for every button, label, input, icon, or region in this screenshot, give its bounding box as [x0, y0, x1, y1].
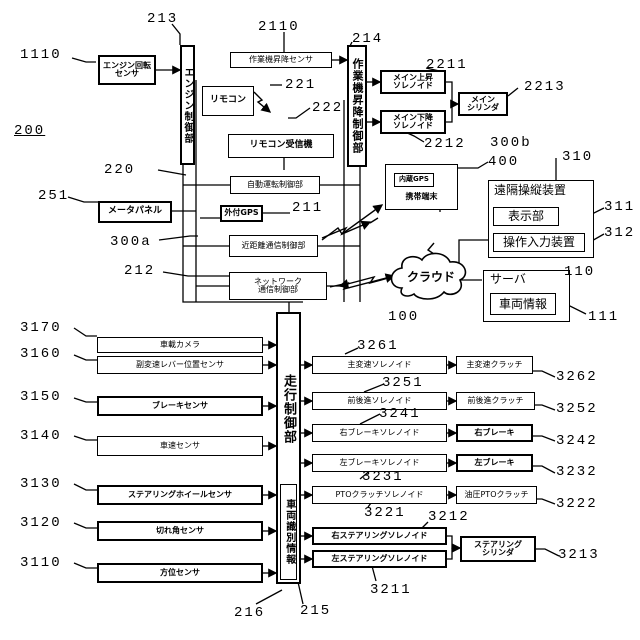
steering-wheel-sensor-box: ステアリングホイールセンサ — [97, 485, 263, 505]
ref-221: 221 — [285, 78, 316, 92]
internal-gps-box: 内蔵GPS — [394, 173, 434, 187]
ref-1110: 1110 — [20, 48, 62, 62]
ref-3213: 3213 — [558, 548, 600, 562]
remote-station-box: 遠隔操縦装置 表示部 操作入力装置 — [488, 180, 594, 258]
ref-214: 214 — [352, 32, 383, 46]
ref-3262: 3262 — [556, 370, 598, 384]
ref-3222: 3222 — [556, 497, 598, 511]
implement-lift-ecu-box: 作業機昇降制御部 — [347, 45, 367, 167]
ref-300a: 300a — [110, 235, 152, 249]
pto-solenoid-box: PTOクラッチソレノイド — [312, 486, 447, 504]
speed-sensor-box: 車速センサ — [97, 436, 263, 456]
ref-222: 222 — [312, 101, 343, 115]
ref-215: 215 — [300, 604, 331, 618]
travel-ecu-label: 走行制御部 — [278, 364, 299, 454]
main-shift-solenoid-box: 主変速ソレノイド — [312, 356, 447, 374]
ref-310: 310 — [562, 150, 593, 164]
ref-3211: 3211 — [370, 583, 412, 597]
pto-clutch-box: 油圧PTOクラッチ — [456, 486, 537, 504]
ref-3261: 3261 — [357, 339, 399, 353]
auto-drive-ecu-box: 自動運転制御部 — [230, 176, 320, 194]
ref-3170: 3170 — [20, 321, 62, 335]
engine-rpm-sensor-box: エンジン回転 センサ — [98, 55, 156, 85]
remote-station-label: 遠隔操縦装置 — [494, 184, 566, 197]
network-cloud-link — [330, 276, 394, 289]
main-shift-clutch-box: 主変速クラッチ — [456, 356, 533, 374]
ref-2211: 2211 — [426, 58, 468, 72]
ref-3242: 3242 — [556, 434, 598, 448]
implement-lift-sensor-box: 作業機昇降センサ — [230, 52, 332, 68]
ref-212: 212 — [124, 264, 155, 278]
heading-sensor-box: 方位センサ — [97, 563, 263, 583]
ref-200: 200 — [14, 124, 45, 138]
ref-3251: 3251 — [382, 376, 424, 390]
server-box: サーバ 車両情報 — [483, 270, 570, 322]
cloud-label: クラウド — [405, 268, 457, 285]
ref-100: 100 — [388, 310, 419, 324]
ref-2110: 2110 — [258, 20, 300, 34]
remote-receiver-box: リモコン受信機 — [228, 134, 334, 158]
ref-2212: 2212 — [424, 137, 466, 151]
ref-311: 311 — [604, 200, 635, 214]
mobile-terminal-label: 携帯端末 — [386, 193, 457, 201]
brake-sensor-box: ブレーキセンサ — [97, 396, 263, 416]
external-gps-box: 外付GPS — [220, 205, 263, 222]
ref-111: 111 — [588, 310, 619, 324]
remote-box: リモコン — [202, 86, 254, 116]
network-comm-box: ネットワーク 通信制御部 — [229, 272, 327, 300]
ref-300b: 300b — [490, 136, 532, 150]
main-cylinder-box: メイン シリンダ — [458, 92, 508, 116]
ref-3232: 3232 — [556, 465, 598, 479]
engine-ecu-box: エンジン制御部 — [180, 45, 195, 165]
steer-angle-sensor-box: 切れ角センサ — [97, 521, 263, 541]
left-steer-solenoid-box: 左ステアリングソレノイド — [312, 550, 447, 568]
ref-400: 400 — [488, 155, 519, 169]
steering-cylinder-box: ステアリング シリンダ — [460, 536, 536, 562]
vehicle-id-info-label: 車両識別情報 — [281, 485, 296, 579]
vehicle-id-info-box: 車両識別情報 — [280, 484, 297, 580]
ref-211: 211 — [292, 201, 323, 215]
main-down-solenoid-box: メイン下降 ソレノイド — [380, 110, 446, 134]
onboard-camera-box: 車載カメラ — [97, 337, 263, 353]
travel-ecu-box: 走行制御部 車両識別情報 — [276, 312, 301, 584]
display-unit-box: 表示部 — [493, 207, 559, 226]
implement-lift-ecu-label: 作業機昇降制御部 — [349, 51, 365, 161]
ref-220: 220 — [104, 163, 135, 177]
vehicle-info-box: 車両情報 — [490, 293, 556, 315]
right-steer-solenoid-box: 右ステアリングソレノイド — [312, 527, 447, 545]
ref-213: 213 — [147, 12, 178, 26]
ref-3110: 3110 — [20, 556, 62, 570]
input-device-box: 操作入力装置 — [493, 233, 585, 252]
ref-216: 216 — [234, 606, 265, 620]
main-up-solenoid-box: メイン上昇 ソレノイド — [380, 70, 446, 94]
ref-110: 110 — [564, 265, 595, 279]
ref-3241: 3241 — [379, 407, 421, 421]
ref-3140: 3140 — [20, 429, 62, 443]
meter-panel-box: メータパネル — [98, 201, 172, 223]
ref-3252: 3252 — [556, 402, 598, 416]
ref-3120: 3120 — [20, 516, 62, 530]
mobile-terminal-box: 内蔵GPS 携帯端末 — [385, 164, 458, 210]
remote-wireless-link — [254, 92, 270, 112]
right-brake-box: 右ブレーキ — [456, 424, 533, 442]
ref-3221: 3221 — [364, 506, 406, 520]
ref-3160: 3160 — [20, 347, 62, 361]
sub-shift-sensor-box: 副変速レバー位置センサ — [97, 356, 263, 374]
ref-3130: 3130 — [20, 477, 62, 491]
ref-3150: 3150 — [20, 390, 62, 404]
ref-312: 312 — [604, 226, 635, 240]
ref-3212: 3212 — [428, 510, 470, 524]
short-range-comm-box: 近距離通信制御部 — [229, 235, 318, 257]
ref-3231: 3231 — [362, 470, 404, 484]
engine-ecu-label: エンジン制御部 — [182, 51, 193, 159]
fr-clutch-box: 前後進クラッチ — [456, 392, 535, 410]
server-label: サーバ — [490, 273, 526, 286]
ref-251: 251 — [38, 189, 69, 203]
ref-2213: 2213 — [524, 80, 566, 94]
left-brake-box: 左ブレーキ — [456, 454, 533, 472]
right-brake-solenoid-box: 右ブレーキソレノイド — [312, 424, 447, 442]
